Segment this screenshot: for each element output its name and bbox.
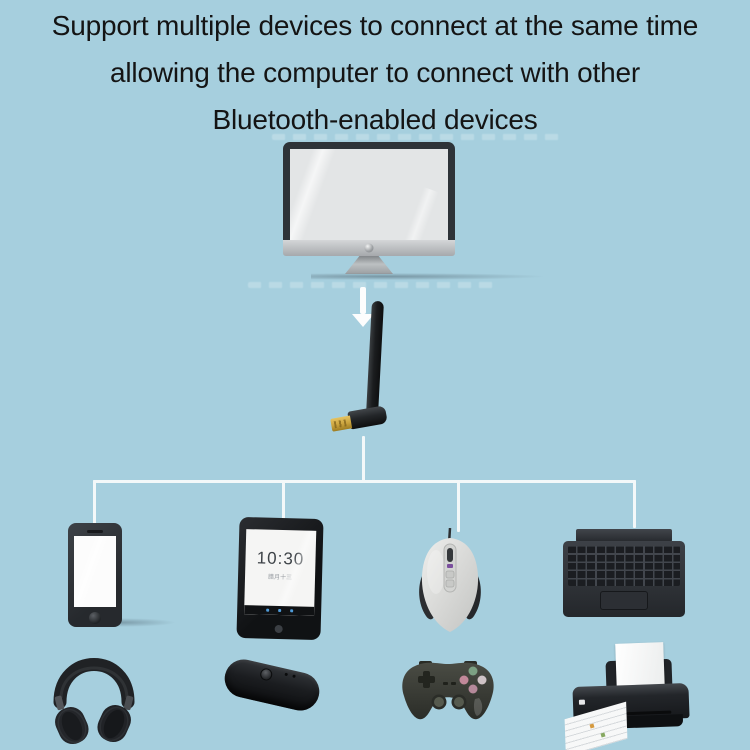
connector-drop-mouse	[457, 480, 460, 532]
dock-app-icon	[289, 609, 293, 613]
headline-line-3: Bluetooth-enabled devices	[212, 104, 538, 135]
screen-reflection	[74, 536, 113, 607]
monitor-bezel	[283, 142, 455, 240]
monitor-screen	[290, 149, 448, 240]
down-arrow-icon	[352, 287, 374, 327]
tablet-home-button	[274, 624, 283, 634]
dock-app-icon	[265, 608, 269, 612]
keyboard-hinge-flap	[576, 529, 672, 542]
triangle-button	[468, 666, 478, 676]
controller-sheen	[473, 698, 483, 716]
cross-button	[468, 684, 478, 694]
square-button	[459, 675, 469, 685]
headline-line-1: Support multiple devices to connect at t…	[51, 10, 699, 41]
mouse-dpi-button	[445, 579, 455, 588]
headband	[53, 658, 135, 709]
circle-button	[477, 675, 487, 685]
bluetooth-keyboard-image	[563, 541, 685, 617]
arrow-head	[352, 314, 374, 327]
connector-drop-tablet	[282, 480, 285, 520]
connector-drop-phone	[93, 480, 96, 526]
mouse-highlight	[427, 550, 445, 594]
mouse-dpi-light	[447, 564, 453, 568]
start-button	[451, 682, 456, 685]
dock-app-icon	[277, 608, 281, 613]
arrow-shaft	[360, 287, 366, 314]
left-slider	[54, 695, 65, 711]
game-controller-image	[402, 661, 494, 720]
wireless-mouse-image	[419, 528, 481, 632]
dpad-horizontal	[418, 676, 435, 683]
printer-image	[560, 640, 710, 750]
speaker-button	[292, 674, 296, 679]
usb-bluetooth-adapter-image	[329, 403, 389, 438]
connector-stem	[362, 436, 365, 482]
desktop-monitor-image	[283, 142, 543, 282]
tablet-date: 腊月十三	[267, 574, 293, 582]
headphones-image	[53, 658, 135, 745]
printer-power-button	[578, 699, 586, 705]
keyboard-touchpad	[600, 591, 648, 610]
screen-reflection	[290, 149, 338, 240]
phone-home-button	[89, 612, 101, 624]
keyboard-keys	[568, 546, 680, 586]
phone-speaker-slit	[87, 530, 103, 533]
right-earcup	[97, 705, 131, 743]
select-button	[443, 682, 448, 685]
speaker-button	[284, 672, 289, 677]
smartphone-image	[68, 523, 122, 627]
right-slider	[123, 695, 134, 711]
watermark-strip	[248, 282, 500, 288]
tablet-screen: 10:30 腊月十三	[244, 529, 317, 616]
mouse-scroll-wheel	[447, 548, 453, 562]
headline: Support multiple devices to connect at t…	[0, 2, 750, 143]
phone-screen	[74, 536, 116, 607]
phone-shadow	[80, 618, 176, 627]
monitor-camera-dot	[364, 243, 374, 253]
usb-plug	[330, 415, 353, 432]
headband-highlight	[59, 666, 129, 699]
tablet-image: 10:30 腊月十三	[236, 516, 324, 641]
monitor-shadow	[311, 273, 543, 280]
monitor-stand	[345, 256, 393, 274]
monitor-chin	[283, 240, 455, 256]
printer-paper-loaded	[615, 642, 665, 690]
connector-horizontal	[93, 480, 636, 483]
speaker-logo-button	[259, 667, 274, 682]
left-analog-cap	[434, 697, 444, 707]
mouse-dpi-button	[445, 570, 455, 579]
watermark-strip	[272, 134, 562, 140]
tablet-dock	[244, 605, 315, 616]
bluetooth-speaker-image	[220, 655, 324, 715]
headline-line-2: allowing the computer to connect with ot…	[110, 57, 640, 88]
adapter-body	[347, 405, 388, 430]
left-earcup	[55, 707, 89, 745]
right-analog-cap	[454, 697, 464, 707]
screen-reflection	[393, 186, 439, 240]
connector-drop-keyboard	[633, 480, 636, 528]
